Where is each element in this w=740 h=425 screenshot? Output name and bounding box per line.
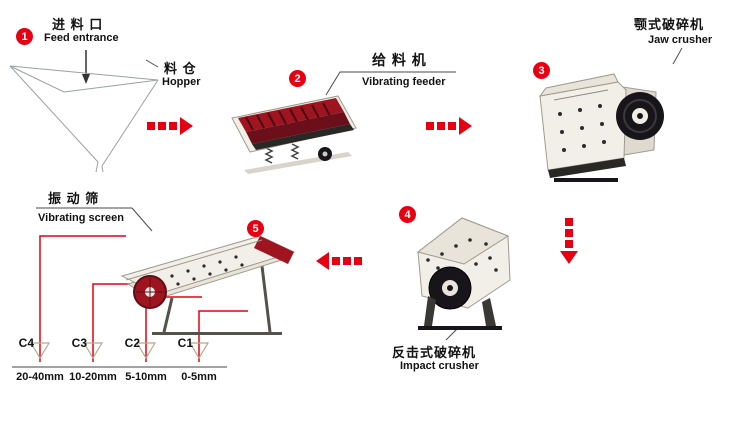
feed-entrance-label-en: Feed entrance xyxy=(44,32,119,44)
flow-arrow-3 xyxy=(560,218,578,264)
step-5-badge: 5 xyxy=(247,220,264,237)
arrow-right-icon xyxy=(459,117,472,135)
hopper-label-zh: 料 仓 xyxy=(164,61,197,76)
screen-label-zh: 振 动 筛 xyxy=(48,191,100,206)
feed-entrance-label-zh: 进 料 口 xyxy=(52,17,104,32)
flow-arrow-4 xyxy=(316,252,362,270)
output-code-c2: C2 xyxy=(124,336,140,350)
impact-crusher-illustration xyxy=(398,208,526,336)
feeder-label-en: Vibrating feeder xyxy=(362,76,446,88)
jaw-crusher-illustration xyxy=(524,66,666,190)
output-size-c4: 20-40mm xyxy=(16,371,64,383)
output-size-c3: 10-20mm xyxy=(69,371,117,383)
vibrating-feeder-illustration xyxy=(228,82,368,182)
arrow-right-icon xyxy=(180,117,193,135)
step-4-badge: 4 xyxy=(399,206,416,223)
impact-label-en: Impact crusher xyxy=(400,360,479,372)
screen-label-en: Vibrating screen xyxy=(38,212,124,224)
flow-arrow-2 xyxy=(426,117,472,135)
output-size-c2: 5-10mm xyxy=(125,371,167,383)
arrow-left-icon xyxy=(316,252,329,270)
output-code-c4: C4 xyxy=(18,336,34,350)
step-2-badge: 2 xyxy=(289,70,306,87)
flow-arrow-1 xyxy=(147,117,193,135)
output-size-c1: 0-5mm xyxy=(181,371,217,383)
arrow-down-icon xyxy=(560,251,578,264)
impact-label-zh: 反击式破碎机 xyxy=(392,345,477,360)
jaw-label-zh: 颚式破碎机 xyxy=(634,17,705,32)
jaw-label-en: Jaw crusher xyxy=(648,34,713,46)
vibrating-screen-illustration xyxy=(112,218,312,340)
output-code-c1: C1 xyxy=(177,336,193,350)
hopper-illustration xyxy=(6,50,162,174)
step-3-badge: 3 xyxy=(533,62,550,79)
feed-arrow-icon xyxy=(82,74,90,84)
output-code-c3: C3 xyxy=(71,336,87,350)
step-1-badge: 1 xyxy=(16,28,33,45)
feeder-label-zh: 给 料 机 xyxy=(372,52,427,68)
hopper-label-en: Hopper xyxy=(162,76,201,88)
